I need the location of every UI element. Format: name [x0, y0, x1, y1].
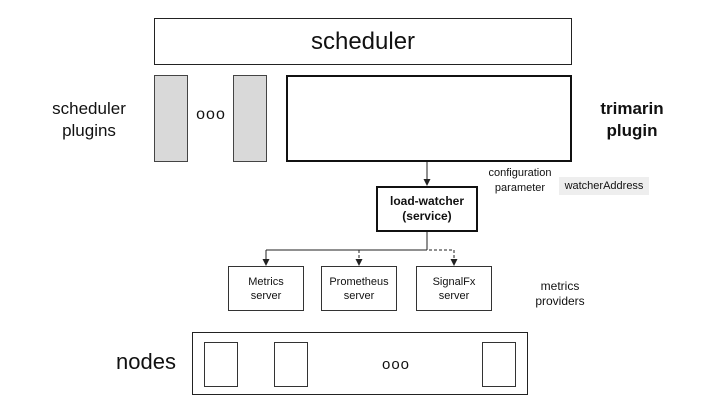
providers-label-line1: metrics: [540, 279, 580, 293]
node-rect: [274, 342, 308, 387]
provider-signalfx-server: SignalFx server: [416, 266, 492, 311]
providers-label-line2: providers: [535, 294, 585, 308]
metrics-providers-label: metrics providers: [510, 279, 610, 309]
load-watcher-label-line1: load-watcher: [389, 194, 464, 208]
node-rect: [482, 342, 516, 387]
load-watcher-box: load-watcher (service): [376, 186, 478, 232]
nodes-container: [192, 332, 528, 395]
nodes-ellipsis: ooo: [381, 355, 411, 373]
provider-line1: Prometheus: [329, 275, 389, 288]
scheduler-plugins-label: scheduler plugins: [34, 98, 144, 142]
scheduler-plugin-rect: [233, 75, 267, 162]
nodes-label: nodes: [116, 349, 176, 374]
provider-line2: server: [250, 289, 282, 302]
provider-metrics-server: Metrics server: [228, 266, 304, 311]
scheduler-plugins-label-line1: scheduler: [52, 99, 126, 118]
load-watcher-label-line2: (service): [402, 209, 452, 223]
trimarin-label-line1: trimarin: [600, 99, 664, 118]
provider-line1: Metrics: [248, 275, 284, 288]
scheduler-box: scheduler: [154, 18, 572, 65]
scheduler-plugin-rect: [154, 75, 188, 162]
trimarin-plugin-box: [286, 75, 572, 162]
node-rect: [204, 342, 238, 387]
provider-line2: server: [438, 289, 470, 302]
scheduler-plugins-label-line2: plugins: [62, 121, 116, 140]
watcher-address-param: watcherAddress: [559, 177, 649, 195]
plugin-ellipsis: ooo: [196, 106, 226, 123]
trimarin-plugin-label: trimarin plugin: [572, 98, 692, 142]
provider-prometheus-server: Prometheus server: [321, 266, 397, 311]
trimarin-label-line2: plugin: [606, 121, 658, 140]
scheduler-title: scheduler: [310, 27, 416, 55]
configuration-parameter-label: configuration parameter: [470, 166, 570, 196]
config-label-line1: configuration: [488, 167, 552, 179]
provider-line2: server: [343, 289, 375, 302]
provider-line1: SignalFx: [432, 275, 476, 288]
config-label-line2: parameter: [494, 182, 546, 194]
